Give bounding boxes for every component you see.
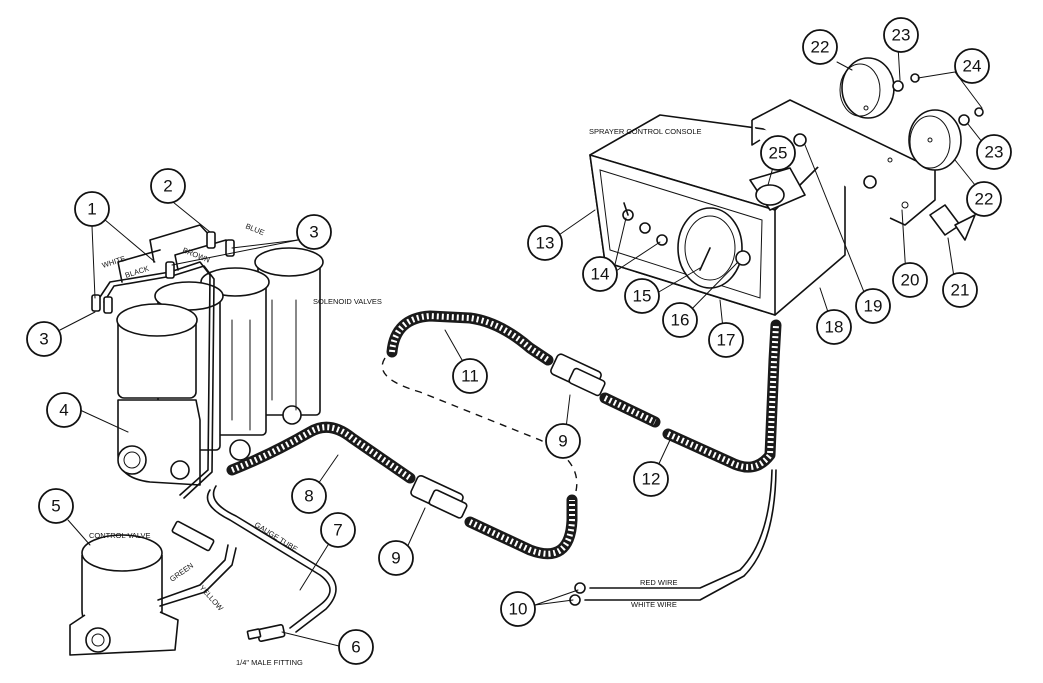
solenoid-valves-label: SOLENOID VALVES — [313, 297, 382, 306]
svg-text:21: 21 — [951, 281, 970, 300]
white-wire-label: WHITE WIRE — [631, 600, 677, 609]
callout-3b: 3 — [26, 321, 62, 357]
callout-14: 14 — [582, 256, 618, 292]
svg-text:2: 2 — [163, 177, 172, 196]
svg-text:19: 19 — [864, 297, 883, 316]
callout-21: 21 — [942, 272, 978, 308]
svg-text:7: 7 — [333, 521, 342, 540]
callout-9a: 9 — [378, 540, 414, 576]
sprayer-console-label: SPRAYER CONTROL CONSOLE — [589, 127, 702, 136]
svg-text:5: 5 — [51, 497, 60, 516]
callout-13: 13 — [527, 225, 563, 261]
callout-16: 16 — [662, 302, 698, 338]
wire-yellow-label: YELLOW — [198, 583, 226, 613]
callout-5: 5 — [38, 488, 74, 524]
callout-24: 24 — [954, 48, 990, 84]
svg-text:23: 23 — [985, 143, 1004, 162]
callout-23b: 23 — [976, 134, 1012, 170]
callout-6: 6 — [338, 629, 374, 665]
gauge-tube — [206, 485, 337, 642]
control-valve — [69, 520, 237, 656]
callout-10: 10 — [500, 591, 536, 627]
callout-4: 4 — [46, 392, 82, 428]
svg-text:1: 1 — [87, 200, 96, 219]
svg-text:6: 6 — [351, 638, 360, 657]
svg-text:16: 16 — [671, 311, 690, 330]
svg-text:12: 12 — [642, 470, 661, 489]
svg-text:10: 10 — [509, 600, 528, 619]
svg-text:25: 25 — [769, 144, 788, 163]
red-wire-label: RED WIRE — [640, 578, 678, 587]
callout-19: 19 — [855, 288, 891, 324]
svg-text:20: 20 — [901, 271, 920, 290]
control-valve-label: CONTROL VALVE — [89, 531, 151, 540]
svg-text:17: 17 — [717, 331, 736, 350]
wire-harness-hoses — [226, 310, 782, 606]
svg-text:23: 23 — [892, 26, 911, 45]
callout-8: 8 — [291, 478, 327, 514]
svg-text:13: 13 — [536, 234, 555, 253]
svg-text:3: 3 — [39, 330, 48, 349]
svg-text:3: 3 — [309, 223, 318, 242]
callout-22b: 22 — [966, 181, 1002, 217]
callout-15: 15 — [624, 278, 660, 314]
svg-text:24: 24 — [963, 57, 982, 76]
callouts: 1 2 3 3 4 5 6 7 8 9 9 10 11 12 13 14 15 … — [26, 17, 1012, 665]
svg-text:22: 22 — [811, 38, 830, 57]
callout-1: 1 — [74, 191, 110, 227]
svg-text:9: 9 — [558, 432, 567, 451]
callout-17: 17 — [708, 322, 744, 358]
solenoid-valve-assembly — [91, 224, 324, 499]
svg-text:18: 18 — [825, 318, 844, 337]
svg-text:9: 9 — [391, 549, 400, 568]
svg-text:14: 14 — [591, 265, 610, 284]
svg-text:4: 4 — [59, 401, 68, 420]
callout-20: 20 — [892, 262, 928, 298]
svg-text:15: 15 — [633, 287, 652, 306]
svg-text:11: 11 — [461, 367, 479, 386]
wire-blue-label: BLUE — [244, 222, 266, 238]
svg-text:8: 8 — [304, 487, 313, 506]
svg-text:22: 22 — [975, 190, 994, 209]
callout-3a: 3 — [296, 214, 332, 250]
callout-9b: 9 — [545, 423, 581, 459]
callout-25: 25 — [760, 135, 796, 171]
wire-white-label: WHITE — [101, 254, 127, 270]
wire-green-label: GREEN — [168, 561, 195, 584]
callout-2: 2 — [150, 168, 186, 204]
callout-7: 7 — [320, 512, 356, 548]
callout-11: 11 — [452, 358, 488, 394]
callout-22a: 22 — [802, 29, 838, 65]
callout-18: 18 — [816, 309, 852, 345]
callout-23a: 23 — [883, 17, 919, 53]
male-fitting-label: 1/4" MALE FITTING — [236, 658, 303, 667]
callout-12: 12 — [633, 461, 669, 497]
